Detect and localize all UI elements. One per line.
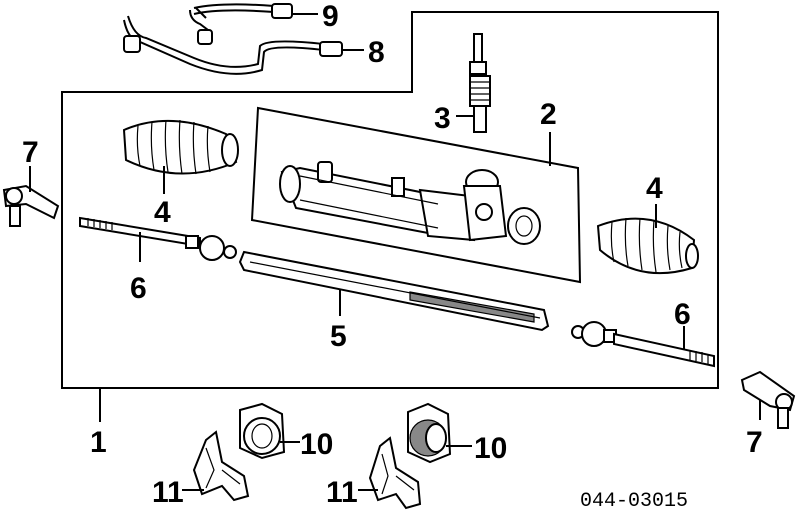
- bushing-right-part: [407, 402, 452, 464]
- boot-left-part: [122, 119, 239, 175]
- callout-9: 9: [322, 0, 339, 33]
- callout-2: 2: [540, 98, 557, 131]
- tie-rod-end-right-part: [740, 370, 796, 429]
- rack-part: [238, 250, 550, 332]
- callout-6-right: 6: [674, 298, 691, 331]
- boot-right-part: [596, 217, 699, 275]
- gear-housing-box: [250, 106, 582, 284]
- callout-5: 5: [330, 320, 347, 353]
- callout-7-left: 7: [22, 136, 39, 169]
- callout-6-left: 6: [130, 272, 147, 305]
- callout-7-right: 7: [746, 426, 763, 459]
- callout-8: 8: [368, 36, 385, 69]
- assembly-outline: [61, 11, 719, 389]
- callout-4-left: 4: [154, 196, 171, 229]
- fluid-line-parts: [123, 3, 343, 75]
- bushing-left-part: [239, 402, 286, 460]
- callout-10-right: 10: [474, 432, 507, 465]
- tie-rod-end-left-part: [2, 184, 60, 227]
- tie-rod-right-part: [571, 321, 715, 368]
- callout-10-left: 10: [300, 428, 333, 461]
- callout-11-left: 11: [152, 476, 184, 509]
- pinion-part: [469, 33, 491, 133]
- callout-11-right: 11: [326, 476, 358, 509]
- callout-3: 3: [434, 102, 451, 135]
- clamp-left-part: [192, 430, 250, 502]
- part-code: 044-03015: [580, 490, 688, 513]
- callout-4-right: 4: [646, 172, 663, 205]
- callout-1: 1: [90, 426, 107, 459]
- gear-housing-part: [279, 161, 541, 245]
